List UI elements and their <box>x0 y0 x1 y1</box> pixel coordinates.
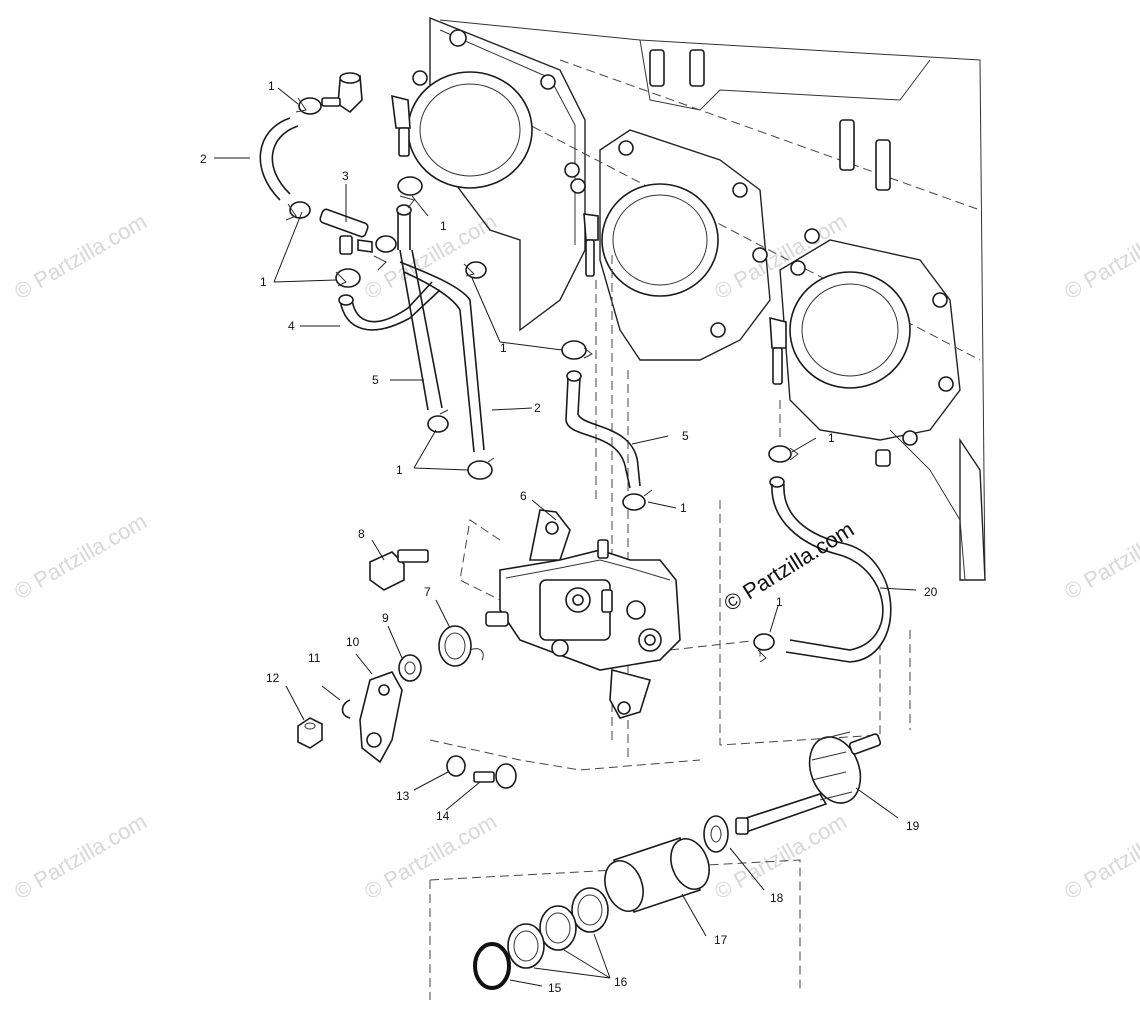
callout-13: 13 <box>396 789 410 803</box>
callout-8: 8 <box>358 527 365 541</box>
callout-4: 4 <box>288 319 295 333</box>
watermark: © Partzilla.com <box>10 809 151 905</box>
callout-12: 12 <box>266 671 280 685</box>
callout-1: 1 <box>260 275 267 289</box>
callout-1: 1 <box>268 79 275 93</box>
callout-6: 6 <box>520 489 527 503</box>
watermark: © Partzilla.com <box>1060 809 1140 905</box>
washers-16 <box>507 887 609 969</box>
callout-15: 15 <box>548 981 562 995</box>
assembly-lines <box>429 255 911 1000</box>
clip-11 <box>341 699 351 719</box>
callout-14: 14 <box>436 809 450 823</box>
watermark: © Partzilla.com <box>710 809 851 905</box>
callout-7: 7 <box>424 585 431 599</box>
watermark: © Partzilla.com <box>1060 209 1140 305</box>
washer-9 <box>398 654 422 682</box>
callout-labels: 1 2 3 1 1 4 1 5 2 5 1 1 6 1 8 20 7 1 9 1… <box>200 79 938 995</box>
callout-5: 5 <box>372 373 379 387</box>
gear-shaft-19 <box>735 731 882 835</box>
spring-7 <box>438 625 484 667</box>
washer-13 <box>446 755 466 777</box>
oil-pump <box>485 509 681 719</box>
callout-10: 10 <box>346 635 360 649</box>
nut-12 <box>297 717 323 749</box>
callout-1: 1 <box>440 219 447 233</box>
callout-1: 1 <box>500 341 507 355</box>
callout-3: 3 <box>342 169 349 183</box>
watermark: © Partzilla.com <box>360 809 501 905</box>
screw-14 <box>473 763 517 789</box>
watermark: © Partzilla.com <box>10 209 151 305</box>
watermark: © Partzilla.com <box>10 509 151 605</box>
callout-1: 1 <box>396 463 403 477</box>
bolt-8 <box>369 549 429 591</box>
callout-1: 1 <box>776 595 783 609</box>
watermark: © Partzilla.com <box>360 209 501 305</box>
drive-assembly <box>473 731 882 990</box>
callout-18: 18 <box>770 891 784 905</box>
watermark: © Partzilla.com <box>1060 509 1140 605</box>
copyright-stamp: © Partzilla.com <box>719 516 858 616</box>
callout-19: 19 <box>906 819 920 833</box>
cylinder-port-1 <box>407 29 580 189</box>
cylinder-port-2 <box>570 140 768 338</box>
callout-1: 1 <box>680 501 687 515</box>
small-parts <box>297 549 517 789</box>
callout-1: 1 <box>828 431 835 445</box>
hoses-and-clamps <box>259 72 892 663</box>
washer-18 <box>703 815 729 853</box>
snap-ring-15 <box>473 942 511 990</box>
callout-2: 2 <box>200 152 207 166</box>
engine-block <box>391 16 986 581</box>
leader-lines <box>214 87 917 987</box>
callout-17: 17 <box>714 933 728 947</box>
callout-2: 2 <box>534 401 541 415</box>
callout-16: 16 <box>614 975 628 989</box>
callout-20: 20 <box>924 585 938 599</box>
sleeve-17 <box>604 836 710 914</box>
cylinder-port-3 <box>789 228 954 446</box>
callout-9: 9 <box>382 611 389 625</box>
lever-10 <box>359 671 403 764</box>
callout-5: 5 <box>682 429 689 443</box>
callout-11: 11 <box>308 651 321 665</box>
